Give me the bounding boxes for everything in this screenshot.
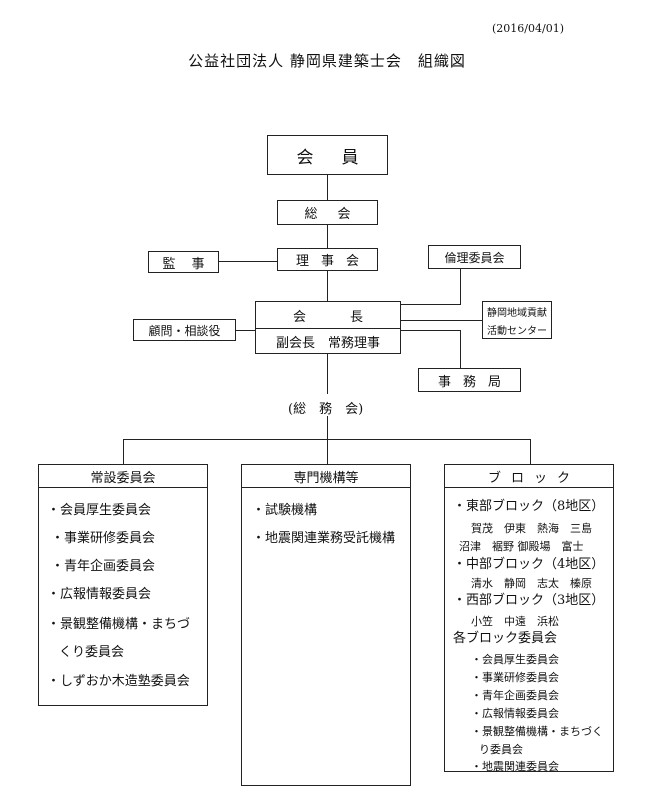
regional-center-box: 静岡地域貢献 活動センター [482,301,552,339]
blocks-box: ブロック ・東部ブロック（8地区） 賀茂 伊東 熱海 三島 沼津 裾野 御殿場 … [444,464,614,773]
block-committee-item: ・景観整備機構・まちづく [471,725,603,738]
office-label: 事務局 [437,374,513,390]
president-label: 会長 [293,309,408,325]
connector-advisors [236,330,255,331]
specialized-organs-box: 専門機構等 ・試験機構 ・地震関連業務受託機構 [241,464,411,786]
general-meeting-label: 総会 [304,207,371,222]
general-meeting-box: 総会 [277,200,378,225]
connector-auditor-board [219,261,277,262]
block-east-districts: 賀茂 伊東 熱海 三島 [471,522,592,535]
block-committee-item: ・地震関連委員会 [471,760,559,773]
standing-item: ・会員厚生委員会 [47,503,152,518]
specialized-organs-header: 専門機構等 [242,465,410,488]
connector-office-h [401,330,461,331]
members-box: 会員 [267,135,388,175]
date-label: (2016/04/01) [492,22,564,35]
block-committees-title: 各ブロック委員会 [453,631,558,646]
board-box: 理事会 [277,248,378,271]
block-committee-item: ・広報情報委員会 [471,707,559,720]
connector-standing [123,439,124,464]
connector-members-general [327,175,328,200]
block-west-districts: 小笠 中遠 浜松 [471,615,559,628]
standing-committees-header: 常設委員会 [39,465,207,488]
block-committee-item: ・青年企画委員会 [471,689,559,702]
regional-center-label-1: 静岡地域貢献 [487,307,547,319]
ethics-box: 倫理委員会 [428,245,521,269]
standing-item: ・景観整備機構・まちづ [47,617,191,632]
connector-general-affairs-bus [327,416,328,439]
standing-item: ・しずおか木造塾委員会 [47,674,190,689]
auditor-label: 監事 [162,256,221,272]
connector-blocks [530,439,531,464]
block-east: ・東部ブロック（8地区） [453,499,605,514]
vice-label: 副会長 常務理事 [275,335,380,351]
connector-board-president [327,271,328,301]
standing-item: ・事業研修委員会 [51,531,156,546]
page-title: 公益社団法人 静岡県建築士会 組織図 [188,52,466,70]
general-affairs-label: (総 務 会) [288,402,364,417]
connector-office-v [460,330,461,368]
connector-general-board [327,225,328,248]
block-central-districts: 清水 静岡 志太 榛原 [471,577,592,590]
advisors-box: 顧問・相談役 [133,319,236,341]
president-box: 会長 副会長 常務理事 [255,301,401,354]
president-row: 会長 [256,302,400,328]
specialized-item: ・地震関連業務受託機構 [252,531,396,546]
board-label: 理事会 [295,254,371,269]
blocks-header-label: ブロック [487,470,580,486]
connector-ethics-v [460,269,461,304]
block-committee-item: ・会員厚生委員会 [471,653,559,666]
standing-item: くり委員会 [59,645,125,660]
standing-committees-box: 常設委員会 ・会員厚生委員会 ・事業研修委員会 ・青年企画委員会 ・広報情報委員… [38,464,208,706]
block-west: ・西部ブロック（3地区） [453,593,605,608]
blocks-header: ブロック [445,465,613,488]
connector-ethics-h [401,304,461,305]
standing-item: ・広報情報委員会 [47,587,152,602]
block-committee-item: り委員会 [479,743,523,756]
vice-row: 副会長 常務理事 [256,329,400,353]
ethics-label: 倫理委員会 [444,250,505,265]
members-label: 会員 [296,147,387,168]
block-east-districts: 沼津 裾野 御殿場 富士 [459,540,584,553]
auditor-box: 監事 [148,251,219,273]
block-central: ・中部ブロック（4地区） [453,557,605,572]
advisors-label: 顧問・相談役 [148,323,221,338]
standing-item: ・青年企画委員会 [51,559,156,574]
regional-center-label-2: 活動センター [487,325,547,337]
president-divider [256,328,400,329]
specialized-item: ・試験機構 [252,503,318,518]
connector-specialized [327,439,328,464]
block-committee-item: ・事業研修委員会 [471,671,559,684]
connector-center [401,320,482,321]
office-box: 事務局 [418,368,521,392]
connector-president-general-affairs [327,354,328,394]
